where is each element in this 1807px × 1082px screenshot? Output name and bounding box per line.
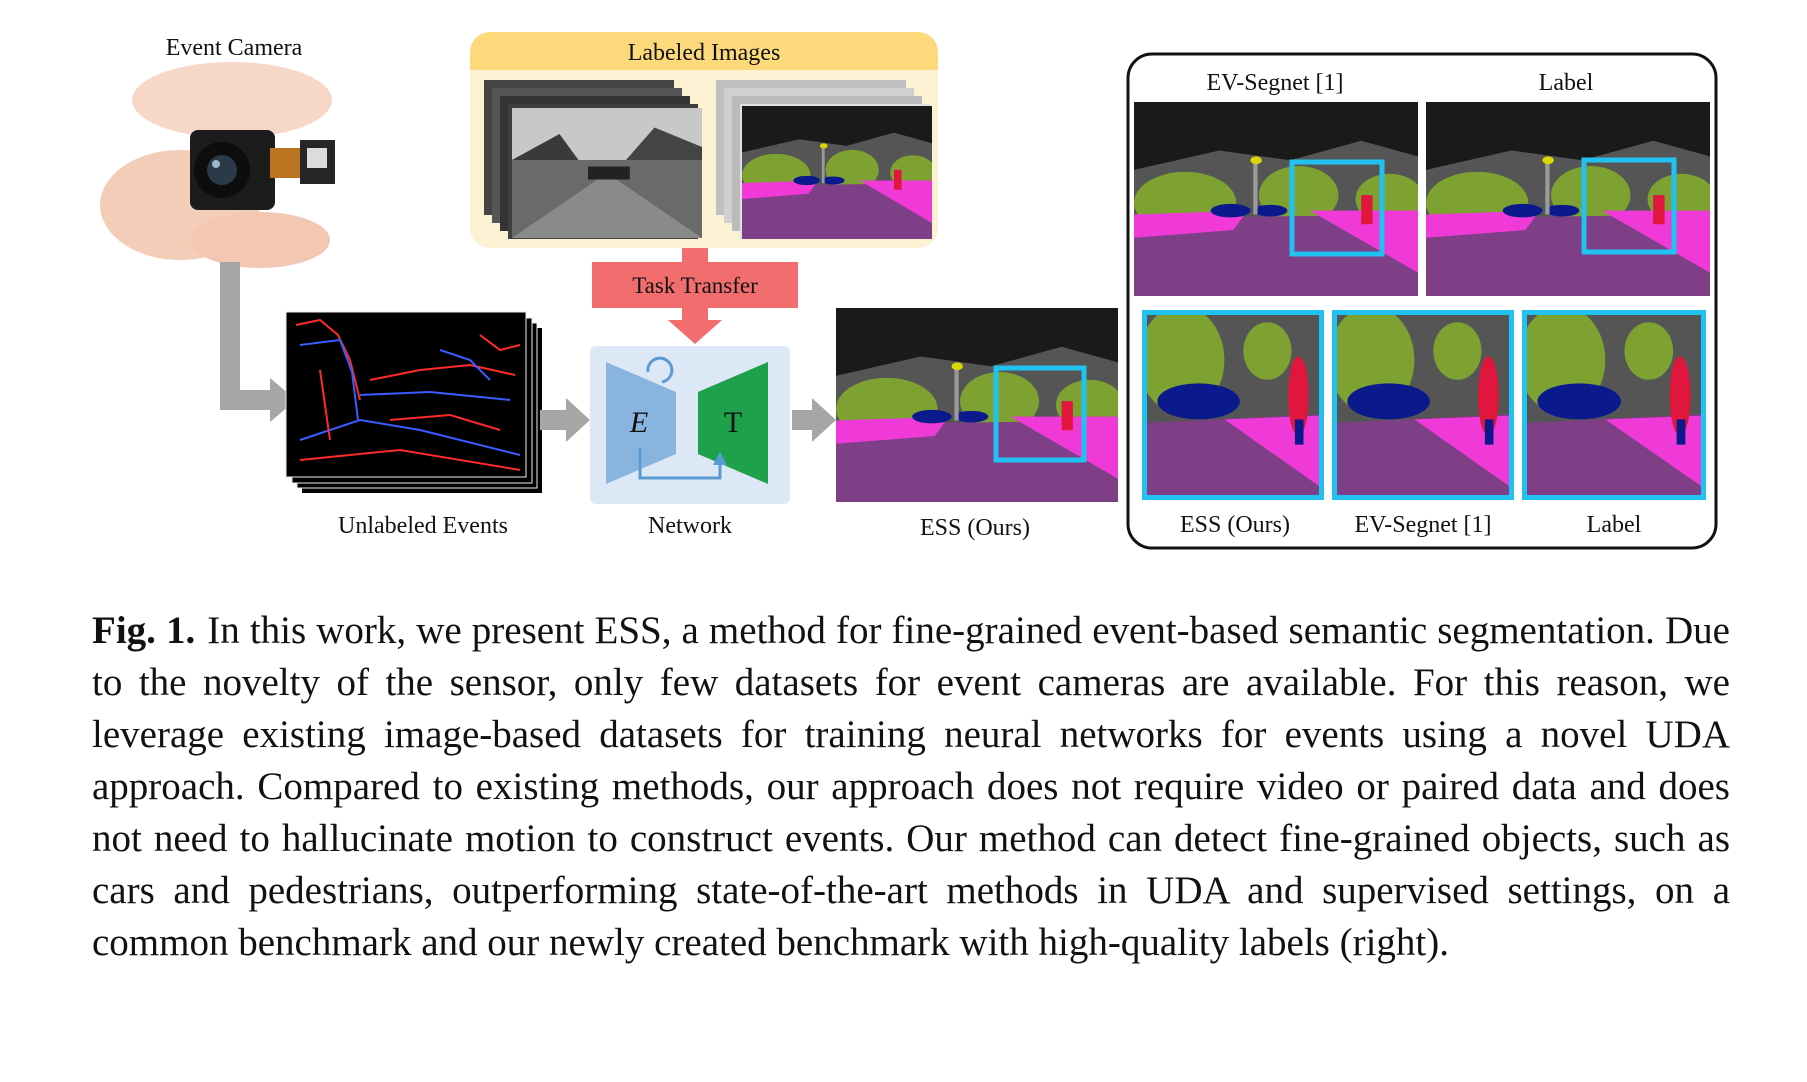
task-letter: T [724, 406, 742, 439]
figure-caption: Fig. 1.In this work, we present ESS, a m… [92, 605, 1730, 969]
task-head-block [698, 362, 768, 484]
task-transfer-arrow [668, 248, 722, 344]
comparison-top-left-label: EV-Segnet [1] [1206, 70, 1343, 96]
labeled-images-label: Labeled Images [628, 40, 781, 66]
events-to-network-arrow [540, 398, 590, 442]
event-camera-label: Event Camera [166, 35, 303, 61]
comparison-bottom-label-label: Label [1587, 512, 1642, 538]
zoom-crop-label [1522, 310, 1706, 500]
camera-to-events-arrow [220, 262, 296, 422]
unlabeled-events-label: Unlabeled Events [338, 513, 508, 539]
task-transfer-box [592, 262, 798, 308]
ess-highlight-box [993, 365, 1087, 463]
ess-output-label: ESS (Ours) [920, 515, 1030, 541]
ev-segnet-highlight-box [1289, 159, 1385, 257]
segmentation-label-stack [716, 80, 932, 239]
encoder-letter: E [629, 406, 648, 439]
caption-text: In this work, we present ESS, a method f… [92, 609, 1730, 964]
caption-label: Fig. 1. [92, 609, 196, 652]
label-highlight-box [1581, 157, 1677, 255]
encoder-block [606, 362, 676, 484]
task-transfer-label: Task Transfer [632, 273, 758, 298]
comparison-bottom-label-ess: ESS (Ours) [1180, 512, 1290, 538]
skip-connection-arrow [638, 448, 722, 480]
zoom-crop-ev-segnet [1332, 310, 1514, 500]
loop-arrow [646, 356, 674, 384]
comparison-top-right-label: Label [1539, 70, 1594, 96]
network-to-output-arrow [792, 398, 836, 442]
ess-output-image [836, 308, 1118, 502]
network-label: Network [648, 513, 732, 539]
figure: Event Camera [100, 32, 1718, 550]
event-camera-photo [100, 62, 335, 268]
grayscale-image-stack [484, 80, 702, 239]
figure-diagram: Event Camera [100, 32, 1718, 550]
unlabeled-events-stack [285, 311, 542, 493]
zoom-crop-ess [1142, 310, 1324, 500]
comparison-bottom-label-ev-segnet: EV-Segnet [1] [1354, 512, 1491, 538]
